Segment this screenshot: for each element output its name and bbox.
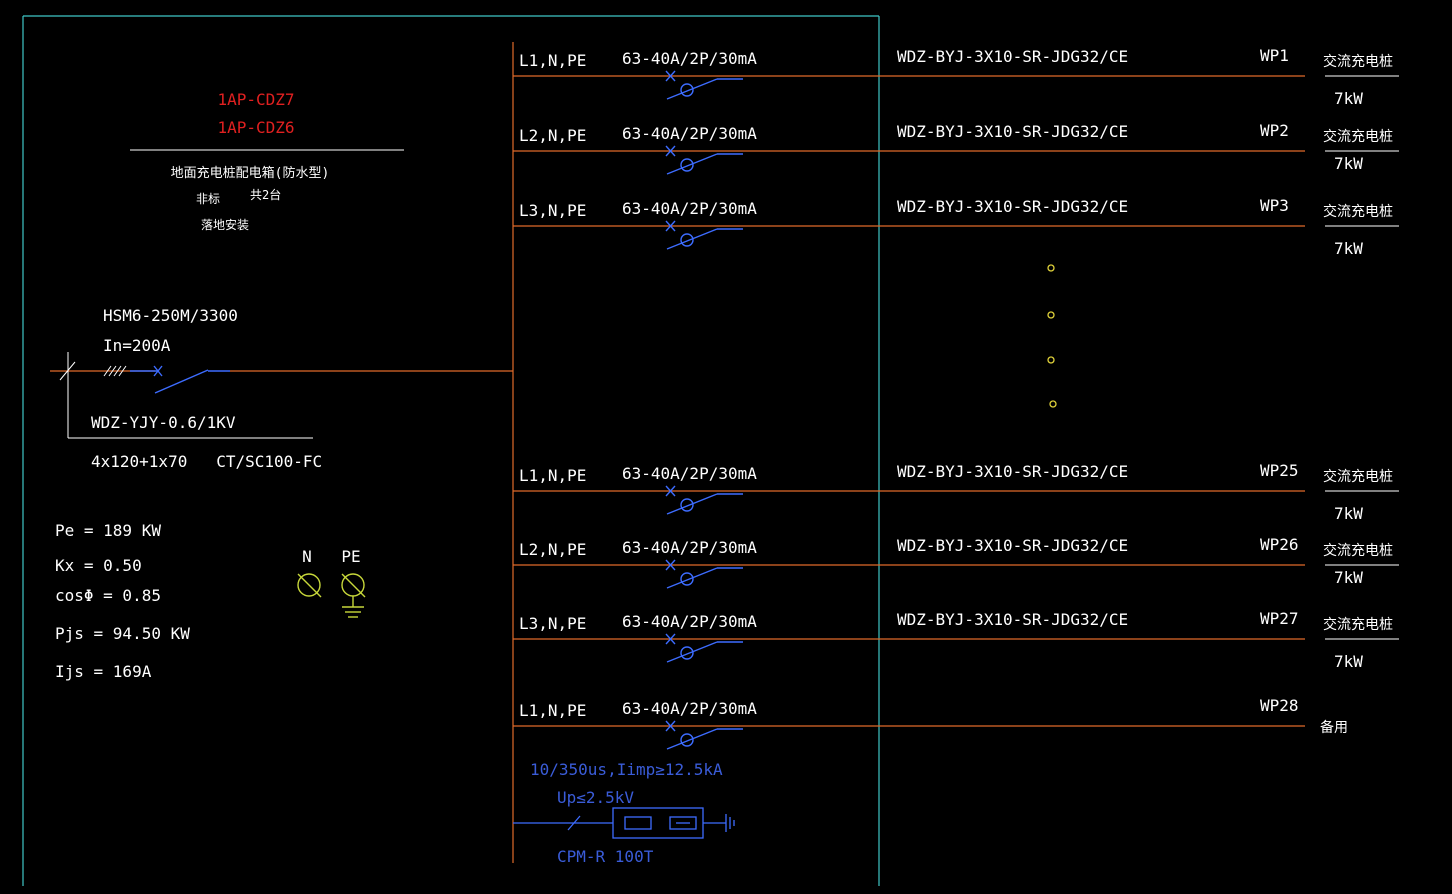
spd-spec-2: Up≤2.5kV	[557, 788, 634, 807]
rcbo-symbol	[665, 145, 743, 175]
pe-terminal-icon	[341, 573, 366, 618]
circuit-row: L1,N,PE 63-40A/2P/30mA WDZ-BYJ-3X10-SR-JDG…	[513, 46, 1399, 108]
spd-model: CPM-R 100T	[557, 847, 654, 866]
rcbo-symbol	[665, 720, 743, 750]
circuit-breaker-spec: 63-40A/2P/30mA	[622, 612, 757, 631]
main-breaker-rating: In=200A	[103, 336, 171, 355]
circuit-phase: L2,N,PE	[519, 126, 586, 145]
feeder-cable-spec: 4x120+1x70 CT/SC100-FC	[91, 452, 322, 471]
terminal-pe-label: PE	[341, 547, 360, 566]
circuit-breaker-spec: 63-40A/2P/30mA	[622, 464, 757, 483]
circuit-row: L1,N,PE 63-40A/2P/30mA WDZ-BYJ-3X10-SR-JDG…	[513, 461, 1399, 523]
circuit-cable: WDZ-BYJ-3X10-SR-JDG32/CE	[897, 610, 1128, 629]
load-pjs: Pjs = 94.50 KW	[55, 624, 190, 643]
circuit-cable: WDZ-BYJ-3X10-SR-JDG32/CE	[897, 47, 1128, 66]
circuit-load: 交流充电桩	[1323, 616, 1393, 633]
rcbo-symbol	[665, 633, 743, 663]
circuit-phase: L1,N,PE	[519, 701, 586, 720]
circuit-id: WP1	[1260, 46, 1289, 65]
load-ijs: Ijs = 169A	[55, 662, 152, 681]
circuit-id: WP28	[1260, 696, 1299, 715]
circuit-load: 交流充电桩	[1323, 468, 1393, 485]
outgoing-circuits: L1,N,PE 63-40A/2P/30mA WDZ-BYJ-3X10-SR-JDG…	[513, 46, 1399, 750]
terminals: N PE	[297, 547, 366, 618]
circuit-power: 7kW	[1334, 239, 1363, 258]
circuit-power: 7kW	[1334, 652, 1363, 671]
box-name: 地面充电桩配电箱(防水型)	[171, 165, 330, 181]
box-type: 非标	[196, 192, 220, 206]
circuit-power: 7kW	[1334, 154, 1363, 173]
incoming-section: HSM6-250M/3300 In=200A WDZ-YJY-0.6/1KV 4…	[50, 306, 513, 471]
circuit-row: L3,N,PE 63-40A/2P/30mA WDZ-BYJ-3X10-SR-JDG…	[513, 609, 1399, 671]
feeder-cable-type: WDZ-YJY-0.6/1KV	[91, 413, 236, 432]
circuit-load: 交流充电桩	[1323, 203, 1393, 220]
circuit-power: 7kW	[1334, 89, 1363, 108]
main-breaker-model: HSM6-250M/3300	[103, 306, 238, 325]
circuit-breaker-spec: 63-40A/2P/30mA	[622, 124, 757, 143]
circuit-breaker-spec: 63-40A/2P/30mA	[622, 699, 757, 718]
rcbo-symbol	[665, 559, 743, 589]
load-kx: Kx = 0.50	[55, 556, 142, 575]
circuit-row: L1,N,PE 63-40A/2P/30mA WP28 备用	[513, 696, 1348, 750]
load-calculation: Pe = 189 KW Kx = 0.50 cosΦ = 0.85 Pjs = …	[55, 521, 190, 681]
circuit-id: WP25	[1260, 461, 1299, 480]
load-cos: cosΦ = 0.85	[55, 586, 161, 605]
spd-spec-1: 10/350us,Iimp≥12.5kA	[530, 760, 723, 779]
load-pe: Pe = 189 KW	[55, 521, 161, 540]
circuit-cable: WDZ-BYJ-3X10-SR-JDG32/CE	[897, 197, 1128, 216]
circuit-cable: WDZ-BYJ-3X10-SR-JDG32/CE	[897, 462, 1128, 481]
circuit-power: 7kW	[1334, 504, 1363, 523]
circuit-load: 交流充电桩	[1323, 542, 1393, 559]
circuit-id: WP26	[1260, 535, 1299, 554]
box-id-1: 1AP-CDZ7	[217, 90, 294, 109]
circuit-breaker-spec: 63-40A/2P/30mA	[622, 538, 757, 557]
circuit-cable: WDZ-BYJ-3X10-SR-JDG32/CE	[897, 536, 1128, 555]
rcbo-symbol	[665, 70, 743, 100]
continuation-dots	[1047, 264, 1057, 408]
box-title: 1AP-CDZ7 1AP-CDZ6 地面充电桩配电箱(防水型) 非标 共2台 落…	[130, 90, 404, 232]
box-count: 共2台	[250, 187, 281, 202]
circuit-load: 交流充电桩	[1323, 53, 1393, 70]
circuit-row: L2,N,PE 63-40A/2P/30mA WDZ-BYJ-3X10-SR-JDG…	[513, 121, 1399, 175]
box-install: 落地安装	[201, 217, 249, 232]
circuit-breaker-spec: 63-40A/2P/30mA	[622, 199, 757, 218]
circuit-id: WP2	[1260, 121, 1289, 140]
circuit-power: 7kW	[1334, 568, 1363, 587]
circuit-row: L3,N,PE 63-40A/2P/30mA WDZ-BYJ-3X10-SR-JDG…	[513, 196, 1399, 258]
circuit-phase: L3,N,PE	[519, 614, 586, 633]
circuit-id: WP27	[1260, 609, 1299, 628]
rcbo-symbol	[665, 220, 743, 250]
main-breaker-symbol	[130, 365, 230, 394]
circuit-id: WP3	[1260, 196, 1289, 215]
n-terminal-icon	[297, 573, 322, 598]
circuit-row: L2,N,PE 63-40A/2P/30mA WDZ-BYJ-3X10-SR-JDG…	[513, 535, 1399, 589]
circuit-phase: L1,N,PE	[519, 51, 586, 70]
circuit-load: 交流充电桩	[1323, 128, 1393, 145]
terminal-n-label: N	[302, 547, 312, 566]
surge-protector: 10/350us,Iimp≥12.5kA Up≤2.5kV CPM-R 100T	[513, 760, 735, 866]
box-id-2: 1AP-CDZ6	[217, 118, 294, 137]
circuit-phase: L2,N,PE	[519, 540, 586, 559]
circuit-phase: L3,N,PE	[519, 201, 586, 220]
circuit-load: 备用	[1320, 719, 1348, 736]
circuit-breaker-spec: 63-40A/2P/30mA	[622, 49, 757, 68]
rcbo-symbol	[665, 485, 743, 515]
circuit-cable: WDZ-BYJ-3X10-SR-JDG32/CE	[897, 122, 1128, 141]
circuit-phase: L1,N,PE	[519, 466, 586, 485]
panel-frame	[22, 15, 880, 886]
